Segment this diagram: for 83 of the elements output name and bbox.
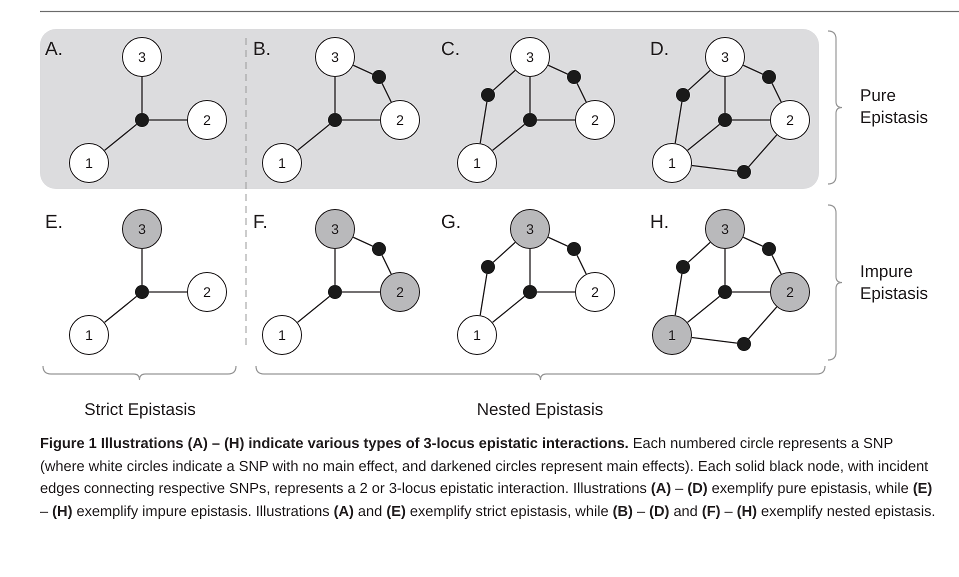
- snp-circle: 2: [575, 272, 615, 312]
- edge-line: [352, 64, 373, 75]
- edge-line: [548, 64, 568, 75]
- panel-letter: H.: [650, 211, 669, 235]
- edge-line: [742, 236, 763, 247]
- edge-line: [104, 124, 137, 151]
- snp-circle: 1: [69, 315, 109, 355]
- panel-letter: E.: [45, 211, 63, 235]
- edge-line: [687, 124, 720, 151]
- edge-line: [732, 291, 770, 293]
- edge-line: [576, 83, 587, 102]
- bracket-label: Pure Epistasis: [860, 85, 930, 130]
- snp-circle: 1: [457, 315, 497, 355]
- edge-line: [692, 164, 738, 172]
- interaction-dot: [567, 242, 581, 256]
- snp-circle: 2: [770, 272, 810, 312]
- edge-line: [537, 291, 575, 293]
- edge-line: [141, 77, 143, 113]
- edge-line: [342, 119, 380, 121]
- interaction-dot: [762, 242, 776, 256]
- edge-line: [492, 296, 525, 323]
- edge-line: [529, 249, 531, 285]
- figure-caption: Figure 1 Illustrations (A) – (H) indicate various types of 3-locus epistatic interactions. Each numbered circle represents a SNP (where white circles indicate a SNP with no main effect, and darkened circles represent main effects). Each solid black node, with incident edges connecting respective SNPs, represents a 2 or 3-locus epistatic interaction. Illustrations (A) – (D) exemplify pure epistasis, while (E) – (H) exemplify impure epistasis. Illustrations (A) and (E) exemplify strict epistasis, while (B) – (D) and (F) – (H) exemplify nested epistasis.: [40, 435, 936, 522]
- snp-circle: 3: [315, 209, 355, 249]
- edge-line: [381, 255, 392, 274]
- snp-circle: 3: [510, 209, 550, 249]
- edge-line: [492, 70, 516, 91]
- interaction-dot: [328, 285, 342, 299]
- edge-line: [480, 102, 488, 144]
- panel-letter: A.: [45, 38, 63, 62]
- interaction-dot: [481, 260, 495, 274]
- interaction-dot: [676, 260, 690, 274]
- edge-line: [334, 77, 336, 113]
- snp-circle: 3: [705, 209, 745, 249]
- edge-line: [724, 249, 726, 285]
- edge-line: [687, 296, 720, 323]
- edge-line: [352, 236, 373, 247]
- edge-line: [537, 119, 575, 121]
- edge-line: [674, 102, 683, 144]
- edge-line: [297, 296, 330, 323]
- edge-line: [688, 242, 711, 263]
- edge-line: [381, 83, 392, 102]
- edge-line: [149, 291, 187, 293]
- edge-line: [692, 336, 738, 344]
- snp-circle: 2: [380, 272, 420, 312]
- edge-line: [480, 274, 488, 316]
- edge-line: [742, 64, 763, 75]
- edge-line: [674, 274, 683, 316]
- edge-line: [529, 77, 531, 113]
- edge-line: [297, 124, 330, 151]
- edge-line: [732, 119, 770, 121]
- panel-letter: F.: [253, 211, 268, 235]
- edge-line: [492, 124, 525, 151]
- edge-line: [576, 255, 587, 274]
- edge-line: [724, 77, 726, 113]
- panel-letter: G.: [441, 211, 462, 235]
- edge-line: [748, 134, 778, 168]
- edge-line: [334, 249, 336, 285]
- edge-line: [492, 242, 516, 263]
- interaction-dot: [523, 285, 537, 299]
- snp-circle: 1: [652, 315, 692, 355]
- edge-line: [548, 236, 568, 247]
- edge-line: [688, 70, 711, 91]
- interaction-dot: [372, 242, 386, 256]
- bracket-label: Nested Epistasis: [476, 400, 604, 420]
- edge-line: [771, 83, 782, 102]
- edge-line: [141, 249, 143, 285]
- bracket-label: Strict Epistasis: [84, 400, 196, 420]
- panel-letter: C.: [441, 38, 460, 62]
- snp-circle: 3: [122, 209, 162, 249]
- snp-circle: 1: [262, 315, 302, 355]
- edge-line: [771, 255, 782, 274]
- interaction-dot: [135, 285, 149, 299]
- edge-line: [342, 291, 380, 293]
- panel-letter: D.: [650, 38, 669, 62]
- edge-line: [104, 296, 137, 323]
- edge-line: [748, 306, 778, 340]
- edge-line: [149, 119, 187, 121]
- snp-circle: 2: [187, 272, 227, 312]
- bracket-label: Impure Epistasis: [860, 261, 930, 306]
- interaction-dot: [718, 285, 732, 299]
- interaction-dot: [737, 337, 751, 351]
- panel-letter: B.: [253, 38, 271, 62]
